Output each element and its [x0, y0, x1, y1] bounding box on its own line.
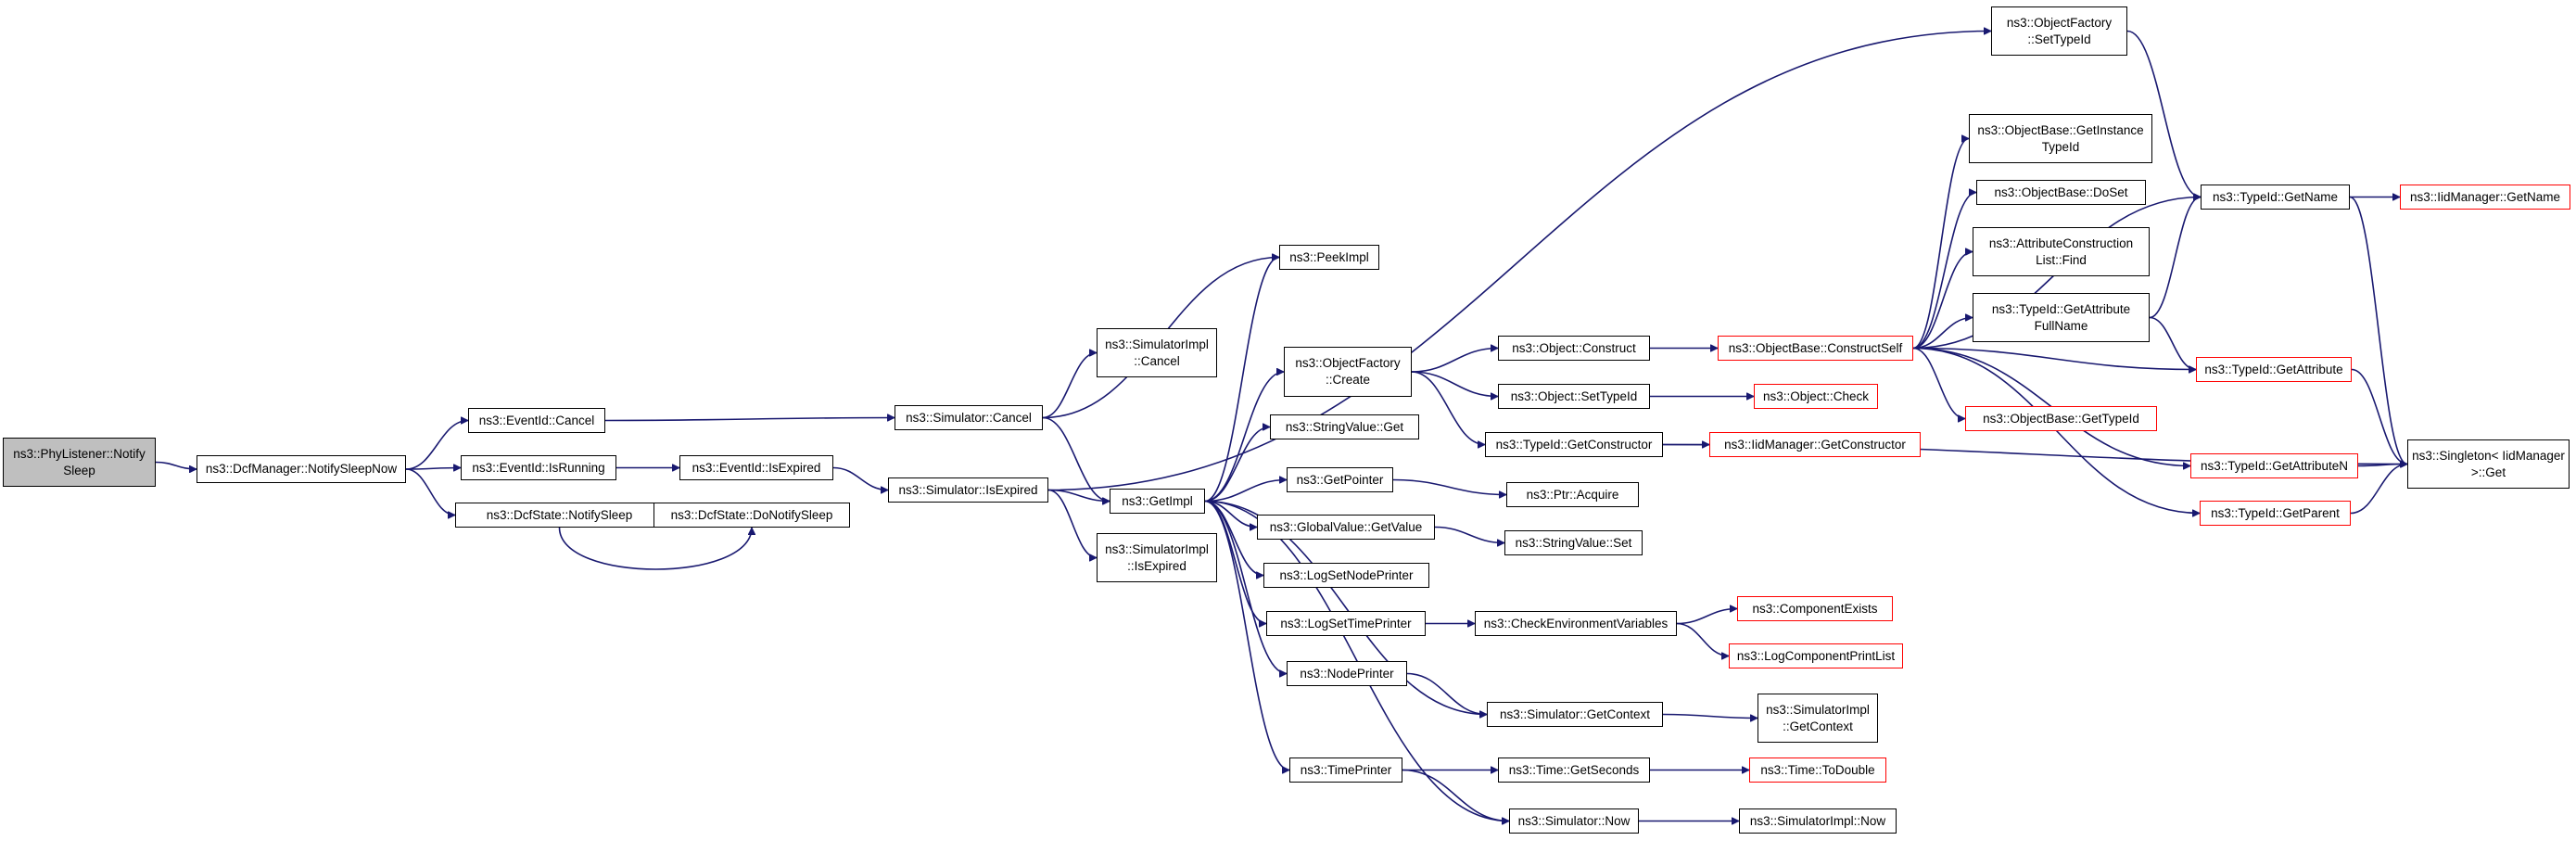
- edge-n16-to-n25: [1392, 478, 1506, 495]
- graph-node-n14[interactable]: ns3::ObjectFactory ::Create: [1284, 347, 1412, 397]
- edge-n32-to-n44: [1912, 347, 1966, 419]
- edge-n2-to-n5: [405, 468, 456, 516]
- graph-node-n27[interactable]: ns3::CheckEnvironmentVariables: [1475, 611, 1677, 636]
- graph-node-n1[interactable]: ns3::PhyListener::Notify Sleep: [3, 438, 156, 487]
- graph-node-n20[interactable]: ns3::NodePrinter: [1287, 661, 1407, 686]
- edge-n11-to-n15: [1204, 427, 1271, 503]
- edge-n14-to-n22: [1411, 349, 1498, 373]
- graph-node-n39[interactable]: ns3::SimulatorImpl::Now: [1739, 808, 1897, 834]
- graph-node-n17[interactable]: ns3::GlobalValue::GetValue: [1257, 515, 1435, 540]
- graph-node-n3[interactable]: ns3::EventId::Cancel: [468, 408, 605, 433]
- graph-node-n22[interactable]: ns3::Object::Construct: [1498, 336, 1650, 361]
- edge-n3-to-n8: [604, 418, 895, 421]
- edge-n9-to-n11: [1047, 489, 1110, 502]
- edge-n27-to-n36: [1676, 622, 1730, 656]
- graph-node-n33[interactable]: ns3::Object::Check: [1754, 384, 1878, 409]
- edge-n8-to-n10: [1042, 353, 1098, 419]
- edge-n11-to-n16: [1204, 480, 1287, 503]
- graph-node-n9[interactable]: ns3::Simulator::IsExpired: [888, 477, 1048, 503]
- graph-node-n11[interactable]: ns3::GetImpl: [1110, 489, 1205, 514]
- edge-n6-to-n9: [832, 466, 888, 490]
- edge-n32-to-n41: [1912, 193, 1977, 350]
- graph-node-n26[interactable]: ns3::StringValue::Set: [1504, 530, 1643, 555]
- graph-node-n7[interactable]: ns3::DcfState::DoNotifySleep: [654, 503, 850, 528]
- edge-n31-to-n45: [2126, 30, 2202, 197]
- graph-node-n25[interactable]: ns3::Ptr::Acquire: [1506, 482, 1639, 507]
- graph-node-n31[interactable]: ns3::ObjectFactory ::SetTypeId: [1991, 6, 2127, 56]
- edge-n11-to-n21: [1204, 500, 1290, 770]
- graph-node-n41[interactable]: ns3::ObjectBase::DoSet: [1976, 180, 2146, 205]
- graph-node-n6[interactable]: ns3::EventId::IsExpired: [679, 455, 833, 480]
- graph-node-n16[interactable]: ns3::GetPointer: [1287, 467, 1393, 492]
- graph-node-n2[interactable]: ns3::DcfManager::NotifySleepNow: [197, 455, 406, 483]
- graph-node-n19[interactable]: ns3::LogSetTimePrinter: [1266, 611, 1426, 636]
- graph-node-n12[interactable]: ns3::SimulatorImpl ::IsExpired: [1097, 533, 1217, 582]
- graph-node-n50[interactable]: ns3::Singleton< IidManager >::Get: [2407, 439, 2570, 489]
- edge-n48-to-n50: [2350, 465, 2408, 515]
- edge-n11-to-n20: [1204, 500, 1288, 674]
- graph-node-n13[interactable]: ns3::PeekImpl: [1279, 245, 1379, 270]
- edge-n46-to-n50: [2351, 368, 2408, 465]
- graph-node-n37[interactable]: ns3::SimulatorImpl ::GetContext: [1758, 694, 1878, 743]
- edge-n43-to-n46: [2149, 316, 2197, 370]
- edge-n1-to-n2: [155, 461, 197, 470]
- graph-node-n32[interactable]: ns3::ObjectBase::ConstructSelf: [1718, 336, 1913, 361]
- graph-node-n30[interactable]: ns3::Simulator::Now: [1509, 808, 1639, 834]
- edge-n2-to-n4: [405, 468, 461, 470]
- edge-n5-to-n7: [558, 528, 753, 570]
- edge-n32-to-n42: [1912, 252, 1973, 350]
- graph-node-n42[interactable]: ns3::AttributeConstruction List::Find: [1973, 227, 2150, 276]
- edge-n14-to-n23: [1411, 371, 1498, 397]
- edge-n27-to-n35: [1676, 609, 1737, 625]
- edge-n45-to-n50: [2349, 196, 2408, 465]
- graph-node-n38[interactable]: ns3::Time::ToDouble: [1749, 758, 1886, 783]
- graph-node-n21[interactable]: ns3::TimePrinter: [1289, 758, 1402, 783]
- edge-n2-to-n3: [405, 421, 469, 470]
- graph-node-n40[interactable]: ns3::ObjectBase::GetInstance TypeId: [1969, 114, 2152, 163]
- graph-node-n46[interactable]: ns3::TypeId::GetAttribute: [2196, 357, 2352, 382]
- graph-node-n47[interactable]: ns3::TypeId::GetAttributeN: [2190, 453, 2358, 478]
- graph-node-n18[interactable]: ns3::LogSetNodePrinter: [1263, 563, 1429, 588]
- graph-node-n35[interactable]: ns3::ComponentExists: [1737, 596, 1893, 621]
- graph-node-n36[interactable]: ns3::LogComponentPrintList: [1729, 643, 1903, 668]
- graph-node-n15[interactable]: ns3::StringValue::Get: [1270, 414, 1419, 439]
- edge-n11-to-n13: [1204, 258, 1280, 503]
- graph-node-n43[interactable]: ns3::TypeId::GetAttribute FullName: [1973, 293, 2150, 342]
- graph-node-n4[interactable]: ns3::EventId::IsRunning: [461, 455, 616, 480]
- graph-node-n23[interactable]: ns3::Object::SetTypeId: [1498, 384, 1650, 409]
- edge-n8-to-n11: [1042, 416, 1110, 502]
- graph-node-n29[interactable]: ns3::Time::GetSeconds: [1498, 758, 1650, 783]
- graph-node-n8[interactable]: ns3::Simulator::Cancel: [895, 405, 1043, 430]
- edge-n9-to-n12: [1047, 489, 1098, 558]
- graph-node-n24[interactable]: ns3::TypeId::GetConstructor: [1485, 432, 1663, 457]
- edge-n43-to-n45: [2149, 197, 2202, 319]
- graph-node-n49[interactable]: ns3::IidManager::GetName: [2400, 185, 2570, 210]
- edge-n21-to-n30: [1402, 769, 1509, 821]
- graph-node-n48[interactable]: ns3::TypeId::GetParent: [2200, 501, 2351, 526]
- edge-n14-to-n24: [1411, 371, 1486, 445]
- edge-n32-to-n46: [1912, 347, 2196, 370]
- edge-n32-to-n40: [1912, 139, 1970, 350]
- graph-node-n28[interactable]: ns3::Simulator::GetContext: [1487, 702, 1663, 727]
- edge-n28-to-n37: [1662, 713, 1758, 719]
- graph-node-n44[interactable]: ns3::ObjectBase::GetTypeId: [1965, 406, 2157, 431]
- graph-node-n10[interactable]: ns3::SimulatorImpl ::Cancel: [1097, 328, 1217, 377]
- graph-node-n45[interactable]: ns3::TypeId::GetName: [2201, 185, 2350, 210]
- edge-n9-to-n31: [1047, 32, 1991, 491]
- edge-n11-to-n28: [1204, 500, 1487, 715]
- edge-n17-to-n26: [1434, 526, 1504, 543]
- edge-n20-to-n28: [1406, 672, 1487, 715]
- graph-node-n5[interactable]: ns3::DcfState::NotifySleep: [455, 503, 664, 528]
- graph-node-n34[interactable]: ns3::IidManager::GetConstructor: [1709, 432, 1921, 457]
